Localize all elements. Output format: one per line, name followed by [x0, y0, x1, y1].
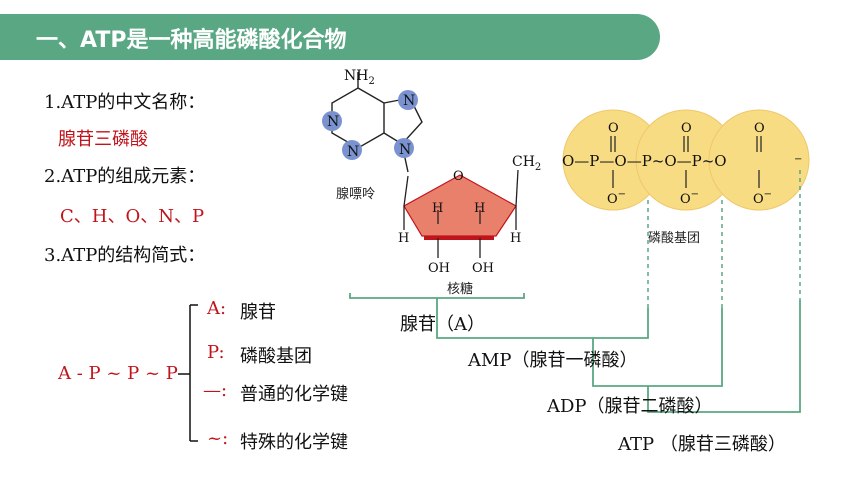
minus-3: −: [764, 189, 772, 200]
phosphate-groups: [562, 109, 810, 211]
phosphate-chain: O—P—O—P~O—P~O: [562, 152, 727, 170]
legend-meaning-p: 磷酸基团: [240, 346, 312, 367]
ch2-subscript: 2: [535, 162, 541, 173]
minus-1: −: [618, 189, 626, 200]
phosphate-label: 磷酸基团: [648, 231, 700, 246]
nitrogen-2: N: [347, 144, 359, 160]
structure-formula: A - P ~ P ~ P: [58, 363, 178, 384]
svg-text:NH2: NH2: [344, 68, 375, 87]
page-title: 一、ATP是一种高能磷酸化合物: [36, 28, 347, 53]
oxygen-bottom-3: O: [753, 192, 764, 207]
nitrogen-3: N: [403, 93, 415, 109]
adenine-label: 腺嘌呤: [336, 186, 375, 202]
ribose-label: 核糖: [447, 281, 473, 297]
legend-meaning-single-bond: 普通的化学键: [240, 384, 348, 405]
hydroxyl-2: OH: [472, 261, 494, 276]
nitrogen-4: N: [399, 142, 411, 158]
svg-text:O−: O−: [607, 189, 626, 207]
svg-text:O−: O−: [680, 189, 699, 207]
label-adenosine: 腺苷（A）: [400, 314, 485, 335]
oxygen-top-1: O: [608, 121, 619, 136]
nitrogen-1: N: [327, 114, 339, 130]
answer-1: 腺苷三磷酸: [58, 129, 148, 150]
answer-2: C、H、O、N、P: [60, 206, 205, 227]
legend-symbol-single-bond: —:: [203, 380, 228, 401]
legend-symbol-special-bond: ~:: [207, 428, 229, 449]
nitrogen-atoms: [322, 90, 418, 160]
ring-oxygen: O: [453, 169, 464, 184]
ch2-label: CH: [512, 154, 535, 170]
nh2-label: NH: [344, 68, 368, 84]
label-atp: ATP （腺苷三磷酸）: [618, 434, 786, 455]
oxygen-top-2: O: [681, 121, 692, 136]
nh2-subscript: 2: [368, 76, 374, 87]
legend-symbol-a: A:: [207, 298, 227, 319]
oxygen-top-3: O: [754, 121, 765, 136]
ring-hydrogen-4: H: [510, 231, 521, 246]
ring-hydrogen-1: H: [398, 231, 409, 246]
svg-text:O−: O−: [753, 189, 772, 207]
legend-meaning-a: 腺苷: [240, 302, 276, 323]
terminal-minus: −: [794, 154, 802, 165]
hydroxyl-1: OH: [428, 261, 450, 276]
oxygen-bottom-2: O: [680, 192, 691, 207]
label-adp: ADP（腺苷二磷酸）: [547, 396, 713, 417]
title-bar: [0, 14, 660, 60]
legend-meaning-special-bond: 特殊的化学键: [240, 432, 348, 453]
question-2: 2.ATP的组成元素：: [44, 166, 206, 187]
svg-text:CH2: CH2: [512, 154, 541, 173]
ribose-ring: [403, 174, 517, 240]
minus-2: −: [691, 189, 699, 200]
label-amp: AMP（腺苷一磷酸）: [468, 350, 638, 371]
legend-symbol-p: P:: [207, 342, 225, 363]
bracket-lines: [349, 293, 801, 413]
oxygen-bottom-1: O: [607, 192, 618, 207]
question-1: 1.ATP的中文名称：: [44, 92, 206, 113]
question-3: 3.ATP的结构简式：: [44, 245, 206, 266]
ring-hydrogen-3: H: [474, 201, 485, 216]
ring-hydrogen-2: H: [432, 201, 443, 216]
